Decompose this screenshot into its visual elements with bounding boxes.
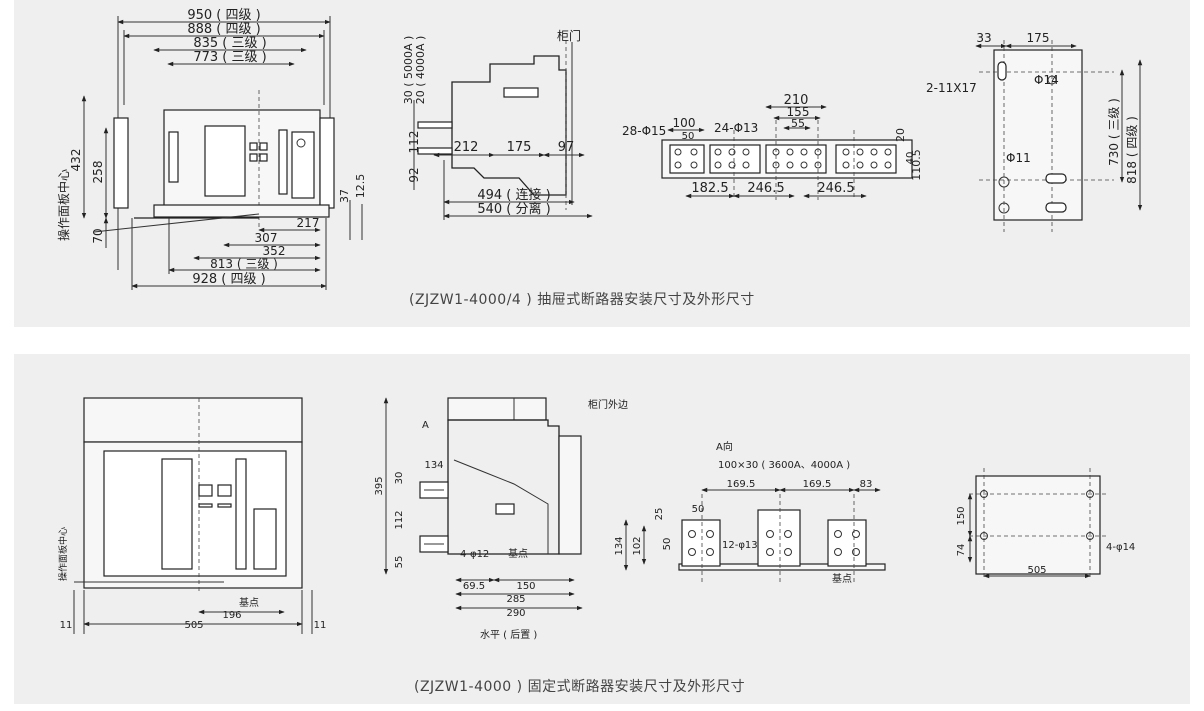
dim-bottom-307: 307 xyxy=(255,231,278,245)
side-dim-395: 395 xyxy=(374,476,385,495)
dim-right-12-5: 12.5 xyxy=(354,174,367,199)
top-caption: (ZJZW1-4000/4 ) 抽屉式断路器安装尺寸及外形尺寸 xyxy=(409,292,755,308)
mount-hole-14: Φ14 xyxy=(1034,73,1059,87)
front-vertical-label-b: 操作面板中心 xyxy=(57,527,69,581)
busbar-dim-210: 210 xyxy=(784,93,809,108)
busbar-base-label: 基点 xyxy=(832,572,852,585)
dim-top-4: 773 ( 三级 ) xyxy=(193,50,266,65)
mount-dim-33: 33 xyxy=(976,31,991,45)
front-dim-505: 505 xyxy=(184,620,203,631)
mount-dim-175: 175 xyxy=(1027,31,1050,45)
side-hole-label: 4-φ12 xyxy=(460,549,489,560)
busbar-dim-50: 50 xyxy=(682,131,695,142)
dim-top-3: 835 ( 三级 ) xyxy=(193,36,266,51)
busbar-dim-169-5a: 169.5 xyxy=(727,479,756,490)
dim-left-70: 70 xyxy=(91,228,105,243)
side-top-label-b: 柜门外边 xyxy=(588,398,628,411)
busbar-dim-102: 102 xyxy=(632,536,643,555)
side-dim-212: 212 xyxy=(454,140,479,155)
busbar-dim-100: 100 xyxy=(673,116,696,130)
busbar-hole-label: 12-φ13 xyxy=(722,540,758,551)
side-dim-97: 97 xyxy=(558,140,575,155)
mount-dim-150: 150 xyxy=(956,506,967,525)
side-dim-92: 92 xyxy=(407,167,421,182)
side-dim-112b: 112 xyxy=(394,510,405,529)
top-side-view: 柜门 30 ( 5000A ) 20 ( 4000A ) 112 92 212 … xyxy=(402,28,593,220)
side-dim-290: 290 xyxy=(506,608,525,619)
mount-hole-label: 4-φ14 xyxy=(1106,542,1135,553)
top-mount-view: 33 175 2-11X17 Φ14 Φ11 730 ( 三级 ) 818 ( … xyxy=(926,31,1143,232)
side-dim-134: 134 xyxy=(424,460,443,471)
busbar-hole-label-1: 28-Φ15 xyxy=(622,124,666,138)
top-drawing: 950 ( 四级 ) 888 ( 四级 ) 835 ( 三级 ) 773 ( 三… xyxy=(56,8,1143,290)
busbar-dim-110-5: 110.5 xyxy=(910,149,923,181)
front-base-label: 基点 xyxy=(239,596,259,609)
top-busbar-view: 28-Φ15 24-Φ13 100 50 210 155 55 182.5 24… xyxy=(622,93,923,200)
side-dim-112: 112 xyxy=(407,131,421,154)
busbar-dim-155: 155 xyxy=(787,105,810,119)
top-panel: 950 ( 四级 ) 888 ( 四级 ) 835 ( 三级 ) 773 ( 三… xyxy=(14,0,1190,327)
busbar-dim-20: 20 xyxy=(894,128,907,142)
mount-dim-730: 730 ( 三级 ) xyxy=(1107,98,1121,166)
front-vertical-label: 操作面板中心 xyxy=(56,169,71,241)
front-dim-11a: 11 xyxy=(60,620,73,631)
bottom-front-view: 操作面板中心 基点 11 505 196 11 xyxy=(57,397,327,634)
busbar-spec-label: 100×30 ( 3600A、4000A ) xyxy=(718,460,850,471)
bottom-drawing: 操作面板中心 基点 11 505 196 11 柜门外边 A xyxy=(57,397,1135,641)
busbar-dim-40: 40 xyxy=(905,152,916,165)
busbar-hole-label-2: 24-Φ13 xyxy=(714,121,758,135)
busbar-dim-50b: 50 xyxy=(662,538,673,551)
mount-dim-74: 74 xyxy=(956,544,967,557)
side-dim-150: 150 xyxy=(516,581,535,592)
dim-left-258: 258 xyxy=(91,161,105,184)
front-dim-11b: 11 xyxy=(314,620,327,631)
side-dim-540: 540 ( 分离 ) xyxy=(477,201,550,217)
mount-dim-505: 505 xyxy=(1027,565,1046,576)
side-arrow-label: A xyxy=(422,420,429,431)
side-dim-69-5: 69.5 xyxy=(463,581,485,592)
dim-bottom-928: 928 ( 四级 ) xyxy=(192,272,265,287)
bottom-side-view: 柜门外边 A 395 30 112 55 134 4-φ12 基点 69.5 1… xyxy=(374,397,628,641)
busbar-dim-50a: 50 xyxy=(692,504,705,515)
mount-hole-11: Φ11 xyxy=(1006,151,1031,165)
side-top-label: 柜门 xyxy=(557,28,581,43)
dim-top-2: 888 ( 四级 ) xyxy=(187,22,260,37)
side-dim-175: 175 xyxy=(507,140,532,155)
side-dim-30b: 30 xyxy=(394,472,405,485)
busbar-dim-25: 25 xyxy=(654,508,665,521)
busbar-dim-55: 55 xyxy=(791,117,805,130)
dim-right-37: 37 xyxy=(338,189,351,203)
busbar-dim-169-5b: 169.5 xyxy=(803,479,832,490)
dim-bottom-217: 217 xyxy=(297,216,320,230)
busbar-dim-246-5a: 246.5 xyxy=(747,181,784,196)
busbar-dim-246-5b: 246.5 xyxy=(817,181,854,196)
side-dim-30: 30 ( 5000A ) xyxy=(402,36,415,105)
mount-dim-818: 818 ( 四级 ) xyxy=(1125,116,1139,184)
busbar-dim-83: 83 xyxy=(860,479,873,490)
side-base-label: 基点 xyxy=(508,547,528,560)
bottom-panel: 操作面板中心 基点 11 505 196 11 柜门外边 A xyxy=(14,354,1190,704)
dim-left-432: 432 xyxy=(69,149,83,172)
dim-bottom-813: 813 ( 三级 ) xyxy=(210,257,278,271)
side-dim-494: 494 ( 连接 ) xyxy=(477,187,550,203)
front-dim-196: 196 xyxy=(222,610,241,621)
side-dim-20: 20 ( 4000A ) xyxy=(414,36,427,105)
bottom-caption: (ZJZW1-4000 ) 固定式断路器安装尺寸及外形尺寸 xyxy=(414,679,746,695)
dim-top-1: 950 ( 四级 ) xyxy=(187,8,260,23)
side-dim-285: 285 xyxy=(506,594,525,605)
side-dim-55: 55 xyxy=(394,556,405,569)
dim-bottom-352: 352 xyxy=(263,244,286,258)
busbar-dim-182-5: 182.5 xyxy=(691,181,728,196)
bottom-mount-view: 150 74 505 4-φ14 xyxy=(956,468,1135,580)
mount-slot-label: 2-11X17 xyxy=(926,81,977,95)
bottom-busbar-view: A向 100×30 ( 3600A、4000A ) 169.5 169.5 83… xyxy=(614,440,886,585)
side-bottom-label: 水平 ( 后置 ) xyxy=(480,629,537,641)
busbar-dim-134: 134 xyxy=(614,536,625,555)
top-front-view: 950 ( 四级 ) 888 ( 四级 ) 835 ( 三级 ) 773 ( 三… xyxy=(56,8,367,290)
busbar-view-label: A向 xyxy=(716,440,733,453)
